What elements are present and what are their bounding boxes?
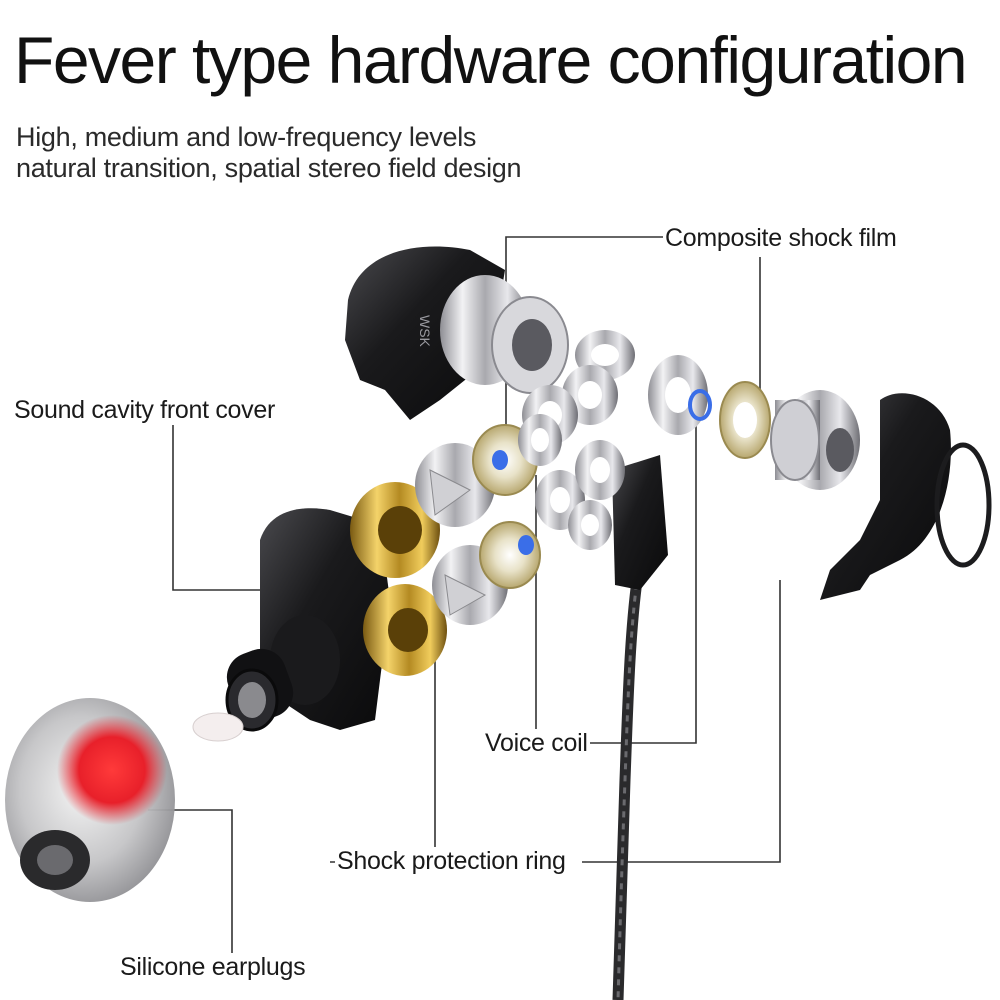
rear-shell-right	[820, 393, 992, 600]
strain-relief	[612, 455, 668, 590]
callout-voice-coil: Voice coil	[483, 729, 590, 758]
chrome-tube-upper	[440, 275, 569, 394]
washer-stack-upper	[522, 330, 712, 445]
driver-units	[415, 424, 541, 625]
chrome-cup-right	[770, 390, 860, 490]
callout-composite-shock-film: Composite shock film	[663, 224, 899, 253]
svg-text:WSK: WSK	[417, 315, 433, 348]
callout-shock-protection-ring: Shock protection ring	[335, 847, 568, 876]
washer-stack-middle	[518, 414, 625, 550]
nozzle	[225, 648, 294, 732]
shock-protection-rings	[350, 482, 447, 676]
page-title: Fever type hardware configuration	[14, 23, 968, 97]
callout-sound-cavity-front-cover: Sound cavity front cover	[12, 396, 277, 425]
sound-cavity-front-cover	[260, 508, 390, 730]
callout-silicone-earplugs: Silicone earplugs	[118, 953, 308, 982]
subtitle-line-1: High, medium and low-frequency levels	[16, 122, 477, 152]
subtitle-line-2: natural transition, spatial stereo field…	[16, 153, 522, 183]
silicone-earplug	[5, 698, 175, 902]
mesh-filter	[192, 712, 244, 742]
cable	[612, 559, 646, 1000]
composite-shock-film	[719, 381, 771, 459]
